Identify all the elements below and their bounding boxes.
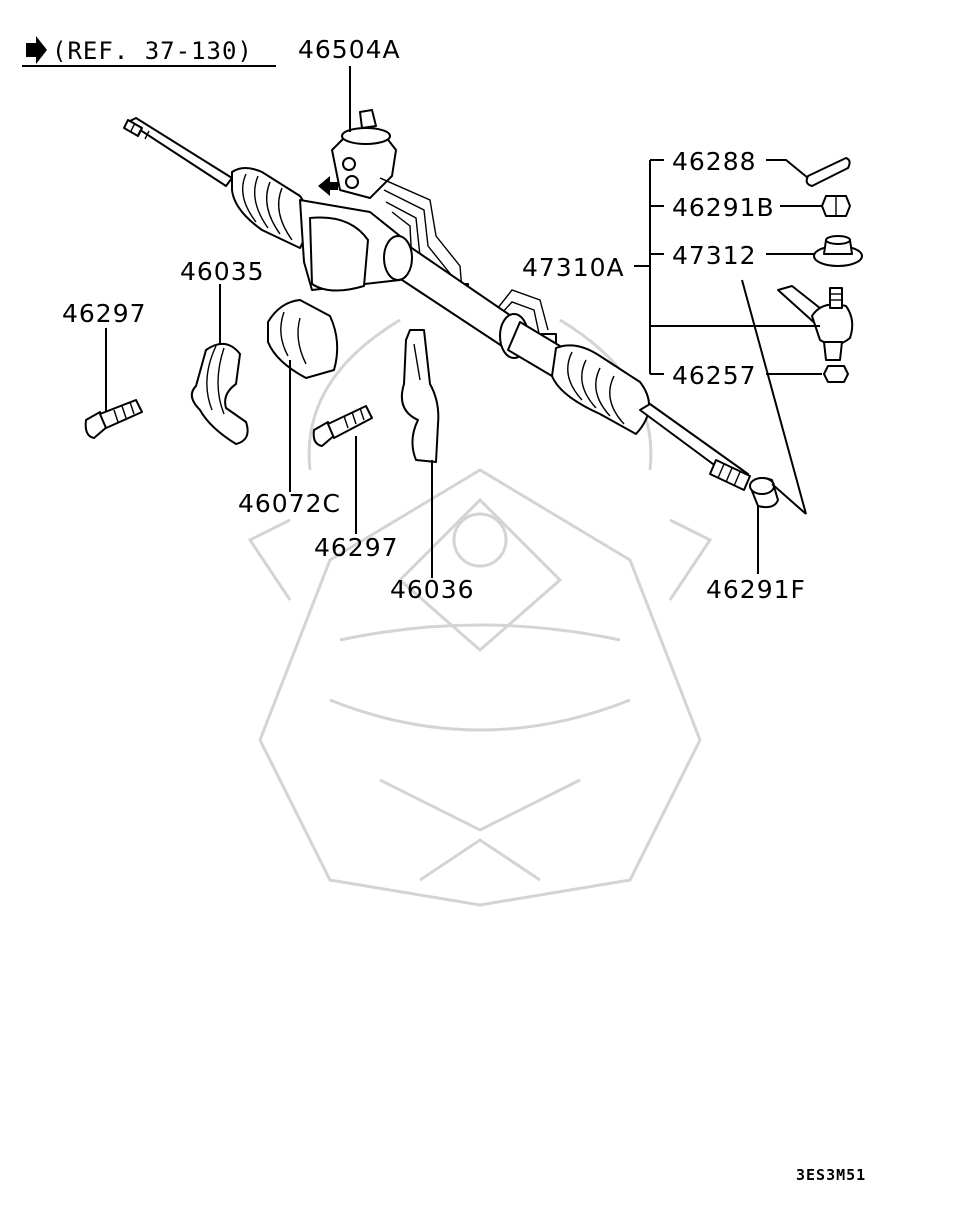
- label-46297-left[interactable]: 46297: [62, 299, 147, 328]
- label-46504A[interactable]: 46504A: [298, 35, 401, 64]
- label-46036[interactable]: 46036: [390, 575, 475, 604]
- reference-note[interactable]: (REF. 37-130): [22, 36, 276, 67]
- label-46072C[interactable]: 46072C: [238, 489, 341, 518]
- label-46288[interactable]: 46288: [672, 147, 757, 176]
- reference-text: (REF. 37-130): [52, 37, 253, 65]
- right-arrow-icon: [26, 36, 47, 64]
- label-46297-center[interactable]: 46297: [314, 533, 399, 562]
- label-46035[interactable]: 46035: [180, 257, 265, 286]
- label-47310A[interactable]: 47310A: [522, 253, 625, 282]
- leader-lines: [105, 66, 822, 578]
- watermark-logo: [247, 318, 713, 907]
- label-47312[interactable]: 47312: [672, 241, 757, 270]
- label-46291F[interactable]: 46291F: [706, 575, 806, 604]
- label-46257[interactable]: 46257: [672, 361, 757, 390]
- diagram-code: 3ES3M51: [796, 1166, 866, 1184]
- mounting-parts: [84, 299, 440, 463]
- tie-rod-end-parts: [741, 157, 863, 515]
- label-46291B[interactable]: 46291B: [672, 193, 775, 222]
- part-labels: 46504A 46288 46291B 47312 47310A 46257 4…: [62, 35, 806, 604]
- steering-gear-rack: [123, 109, 751, 491]
